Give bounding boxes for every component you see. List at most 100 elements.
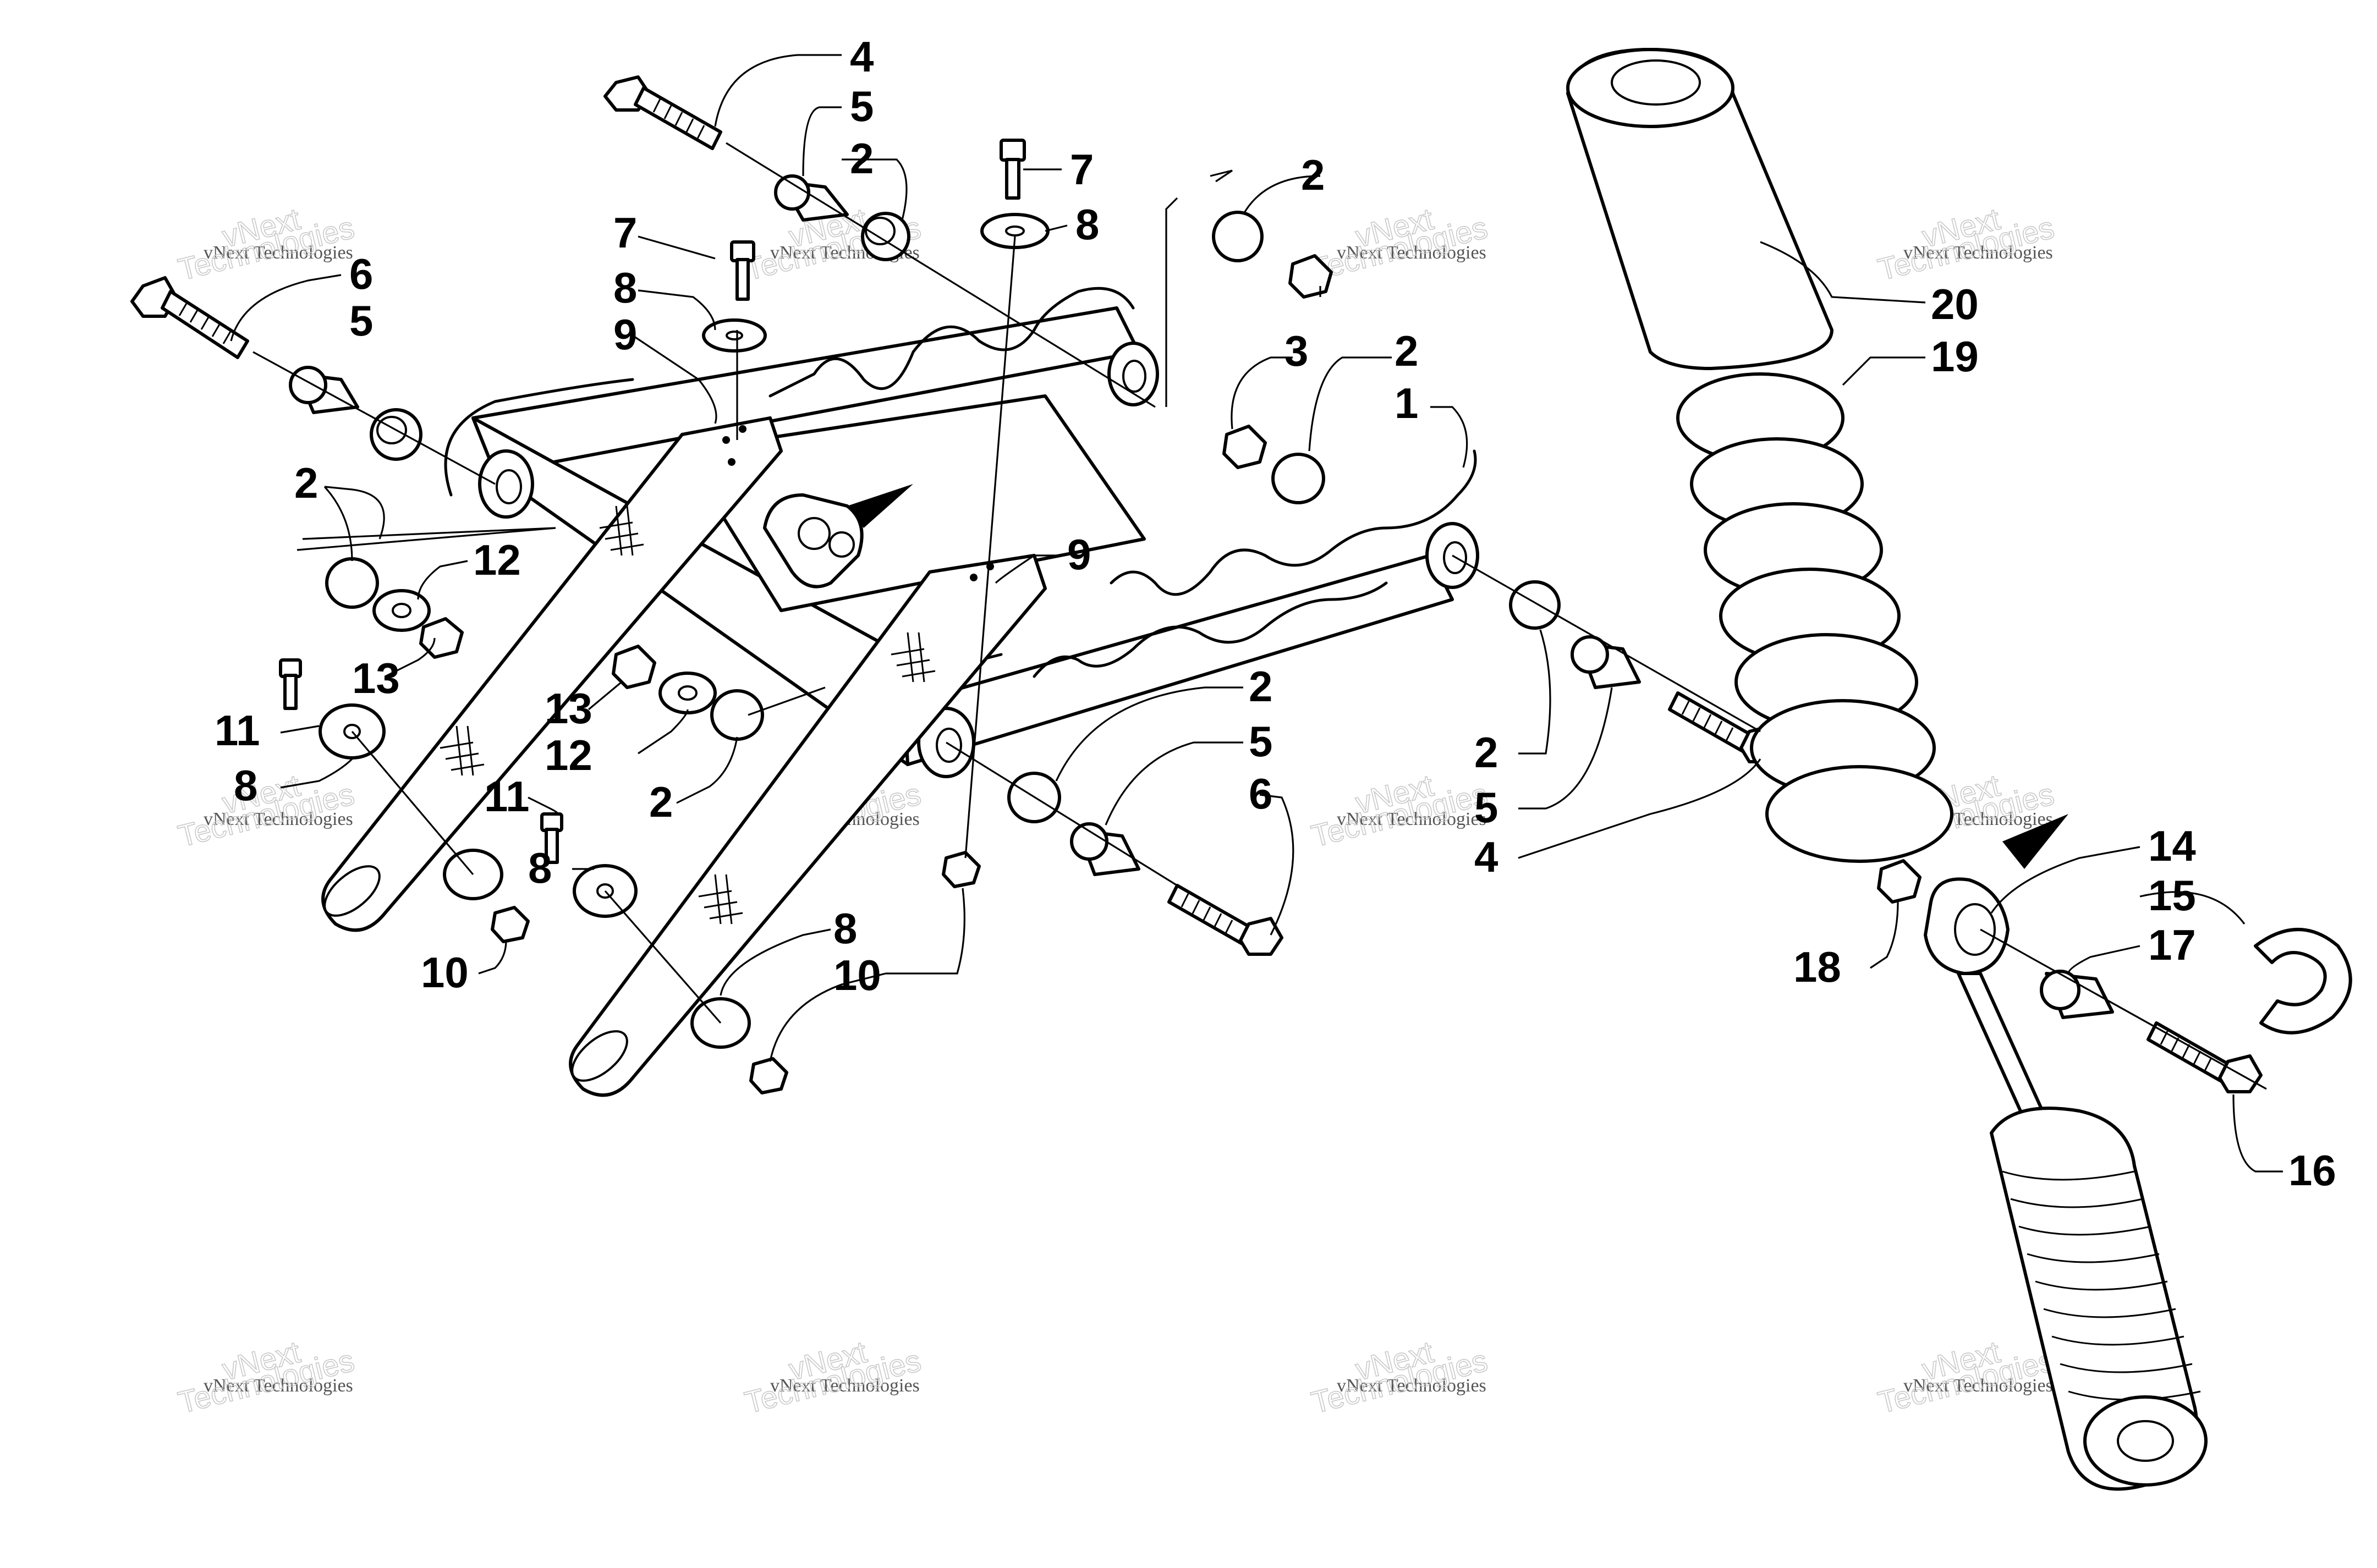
shock-spring <box>1676 372 1953 863</box>
shock-body <box>1990 1107 2199 1491</box>
callout-c4b: 4 <box>1474 833 1498 881</box>
rivet <box>728 458 735 466</box>
watermark: vNext Technologies vNext Technologies <box>1874 201 2058 287</box>
nut <box>749 1057 788 1094</box>
bushing <box>1571 635 1609 674</box>
spacer-bore <box>865 217 896 245</box>
link-arm-right <box>569 554 1047 1097</box>
wire-guard-front <box>1033 581 1388 678</box>
spacer <box>1509 580 1561 630</box>
callout-c13b: 13 <box>545 684 592 733</box>
callout-c2f: 2 <box>1249 662 1272 711</box>
swing-arm-assembly <box>321 287 1479 1097</box>
callout-c14: 14 <box>2148 822 2196 870</box>
nut <box>1222 425 1267 469</box>
watermark-text: vNext Technologies <box>1903 243 2053 263</box>
bushing <box>289 366 327 404</box>
callout-c17: 17 <box>2148 921 2196 969</box>
hatch-mark <box>599 505 644 556</box>
callout-c9b: 9 <box>1067 530 1091 579</box>
callout-c15: 15 <box>2148 871 2196 920</box>
hatch-mark <box>698 874 743 925</box>
rivet <box>739 425 746 433</box>
callout-c5b: 5 <box>349 296 373 345</box>
callout-c10a: 10 <box>421 948 469 997</box>
watermark-text: vNext Technologies <box>204 809 353 829</box>
bolt <box>130 276 249 359</box>
washer-hole <box>1005 225 1025 236</box>
watermark-text: vNext Technologies <box>1337 809 1486 829</box>
nut <box>491 906 530 943</box>
washer-hole <box>726 331 743 340</box>
bushing <box>2040 970 2080 1010</box>
washer-hole <box>392 603 411 618</box>
bolt <box>1000 139 1026 200</box>
callout-c13a: 13 <box>352 654 400 702</box>
callout-c6a: 6 <box>349 250 373 298</box>
rivet <box>722 436 730 444</box>
spacer-bore <box>376 416 407 444</box>
watermark-text: vNext Technologies <box>1903 1376 2053 1396</box>
callout-c9a: 9 <box>613 310 637 359</box>
callout-c19: 19 <box>1931 332 1979 381</box>
callout-c5a: 5 <box>850 82 874 130</box>
bushing <box>1070 822 1108 861</box>
spacer <box>1212 211 1264 262</box>
watermark-text: vNext Technologies <box>770 1376 920 1396</box>
callout-c2g: 2 <box>1474 728 1498 777</box>
nut <box>1877 859 1922 904</box>
callout-c10b: 10 <box>833 951 881 999</box>
bolt <box>730 240 755 301</box>
nut <box>419 617 464 659</box>
callout-c1a: 1 <box>1395 379 1418 427</box>
link-arm-eye <box>571 1030 628 1082</box>
callout-c12b: 12 <box>545 731 592 779</box>
callout-c3a: 3 <box>1284 327 1308 375</box>
bolt <box>540 812 563 864</box>
shock-assembly <box>1566 48 2352 1491</box>
callout-c2e: 2 <box>649 778 673 826</box>
watermark: vNext Technologies vNext Technologies <box>1308 201 1491 287</box>
callout-c5c: 5 <box>1249 717 1272 766</box>
hardware <box>130 75 1784 1094</box>
bolt <box>1167 884 1283 956</box>
spacer <box>710 689 764 741</box>
retaining-clip <box>2254 928 2352 1035</box>
callout-c8e: 8 <box>833 904 857 953</box>
shock-boot-opening <box>1611 59 1701 106</box>
lug-hole <box>798 517 831 550</box>
callout-leaders <box>230 54 2283 1173</box>
watermark: vNext Technologies vNext Technologies <box>741 1334 925 1420</box>
callout-c8c: 8 <box>234 761 257 810</box>
rivet <box>986 563 994 570</box>
callout-c7a: 7 <box>1070 145 1094 194</box>
watermark: vNext Technologies vNext Technologies <box>1308 767 1491 854</box>
callout-c2d: 2 <box>1395 327 1418 375</box>
callout-c6b: 6 <box>1249 769 1272 818</box>
bolt <box>279 658 302 710</box>
link-arm-eye <box>323 865 381 917</box>
tube-bore <box>1122 360 1146 393</box>
hatch-mark <box>891 632 936 683</box>
watermark-text: vNext Technologies <box>1337 1376 1486 1396</box>
callout-c11b: 11 <box>484 772 529 821</box>
shock-eye-bore <box>1954 903 1996 956</box>
callout-c20: 20 <box>1931 280 1979 328</box>
callout-c8a: 8 <box>1075 200 1099 249</box>
callout-c8d: 8 <box>528 844 552 892</box>
link-arm-left <box>321 416 783 932</box>
callout-c12a: 12 <box>473 536 521 584</box>
callout-labels: 4 5 2 7 8 2 7 8 9 6 5 2 12 13 11 8 3 2 1… <box>215 32 2336 1195</box>
callout-c2c: 2 <box>294 459 318 507</box>
callout-c4a: 4 <box>850 32 874 81</box>
callout-c2a: 2 <box>850 134 874 183</box>
callout-c7b: 7 <box>613 208 637 257</box>
tube-bore <box>936 728 962 763</box>
nut <box>612 645 656 689</box>
direction-arrow-icon <box>847 484 913 528</box>
shock-lower-bore <box>2117 1420 2174 1462</box>
hatch-mark <box>440 725 485 776</box>
callout-c18: 18 <box>1793 943 1841 991</box>
nut <box>942 851 981 888</box>
